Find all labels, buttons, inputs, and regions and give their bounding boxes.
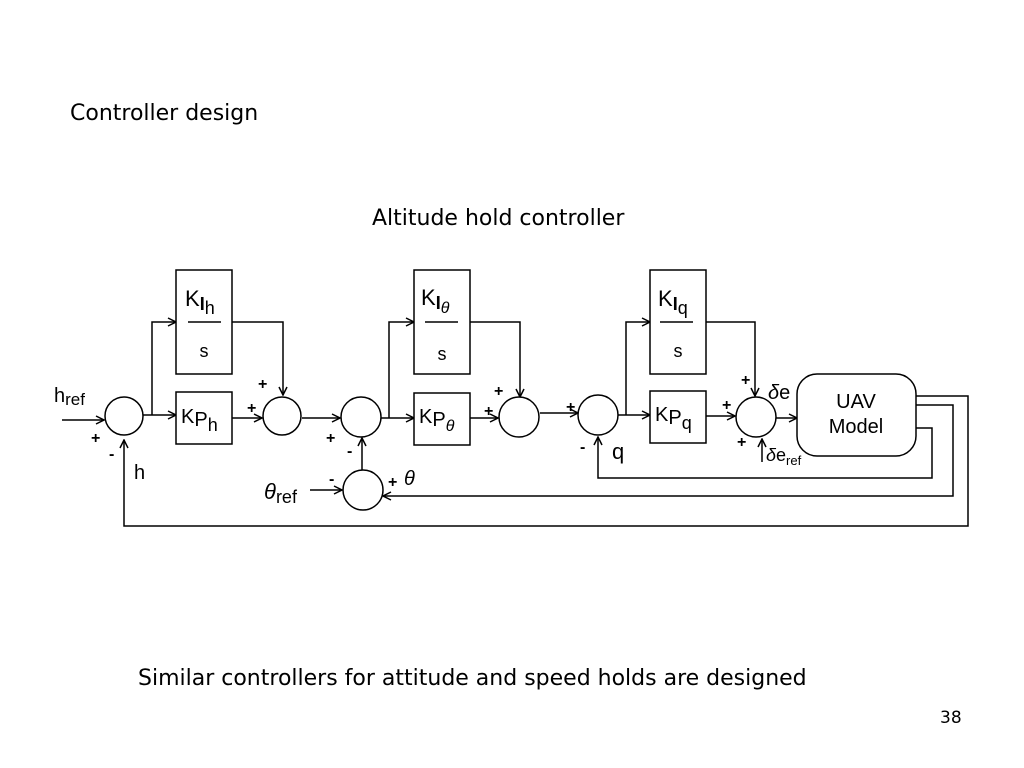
label-delta-e-ref-subsub: ref — [786, 453, 802, 468]
sign-plus: + — [258, 376, 267, 393]
ki-theta-sub: I — [436, 293, 441, 313]
ki-q-denominator: s — [674, 341, 683, 361]
label-h-ref-main: h — [54, 385, 65, 407]
block-kp-theta: KPθ — [413, 392, 471, 446]
kiq-to-sum6-arrow — [706, 321, 755, 396]
sum-junction-theta — [340, 396, 382, 438]
sum1-to-kih-arrow — [151, 322, 176, 415]
h-feedback-line — [124, 395, 969, 527]
kih-to-sum2-arrow — [232, 321, 283, 395]
sum-junction-h-pi — [262, 396, 302, 436]
sign-plus: + — [247, 400, 256, 417]
signal-labels: href h θref θ q δe δeref — [54, 382, 802, 507]
sum5-to-kiq-arrow — [625, 322, 650, 415]
svg-text:KIh: KIh — [185, 286, 215, 318]
sign-plus: + — [722, 397, 731, 414]
kp-q-sub: P — [668, 407, 681, 429]
svg-text:KPh: KPh — [181, 406, 218, 435]
label-delta-e-ref-sub: e — [776, 445, 786, 465]
block-ki-h: KIh s — [175, 269, 233, 375]
theta-feedback-line — [383, 404, 954, 496]
label-h-ref-sub: ref — [65, 390, 85, 409]
ki-theta-denominator: s — [438, 344, 447, 364]
sign-plus: + — [737, 434, 746, 451]
kp-h-subsub: h — [208, 415, 218, 435]
kp-theta-k: K — [419, 406, 433, 428]
sign-minus: - — [109, 446, 114, 463]
ki-theta-subsub: θ — [441, 300, 450, 317]
label-theta-ref: θref — [264, 479, 298, 507]
ki-q-sub: I — [673, 294, 678, 314]
sum-junction-h — [104, 396, 144, 436]
label-h-ref: href — [54, 385, 85, 409]
label-q: q — [612, 439, 624, 464]
kp-theta-subsub: θ — [446, 418, 455, 435]
gain-blocks: KIh s KPh KIθ s KPθ KIq s KP — [175, 269, 917, 457]
block-kp-q: KPq — [649, 390, 707, 444]
sign-markers: + - + + + - - + + + + - + + + — [91, 372, 750, 491]
kitheta-to-sum4-arrow — [470, 321, 520, 397]
sum3-to-kitheta-arrow — [388, 322, 414, 418]
sign-plus: + — [388, 474, 397, 491]
label-theta-ref-main: θ — [264, 479, 276, 504]
label-theta: θ — [404, 468, 415, 490]
svg-text:KIθ: KIθ — [421, 285, 450, 317]
ki-h-sub: I — [200, 294, 205, 314]
sign-plus: + — [484, 403, 493, 420]
sign-plus: + — [326, 430, 335, 447]
svg-text:KPθ: KPθ — [419, 406, 455, 435]
label-delta-e-main: δ — [768, 382, 780, 404]
label-theta-ref-sub: ref — [276, 487, 298, 507]
summing-junctions — [104, 394, 777, 511]
label-delta-e-sub: e — [779, 382, 790, 404]
sign-minus: - — [580, 439, 585, 456]
ki-theta-k: K — [421, 285, 436, 310]
label-delta-e-ref: δeref — [766, 445, 802, 468]
slide-heading: Controller design — [70, 101, 259, 126]
kp-q-k: K — [655, 404, 669, 426]
kp-theta-sub: P — [432, 409, 445, 431]
sum-junction-delta-e — [735, 396, 777, 438]
kp-h-k: K — [181, 406, 195, 428]
ki-q-k: K — [658, 286, 673, 311]
signal-lines — [62, 321, 969, 527]
ki-h-k: K — [185, 286, 200, 311]
block-ki-theta: KIθ s — [413, 269, 471, 375]
sign-minus: - — [347, 443, 352, 460]
sign-minus: - — [329, 471, 334, 488]
label-delta-e: δe — [768, 382, 790, 404]
uav-model-line1: UAV — [836, 391, 876, 413]
label-h: h — [134, 462, 145, 484]
block-ki-q: KIq s — [649, 269, 707, 375]
svg-text:KPq: KPq — [655, 404, 692, 433]
block-uav-model: UAV Model — [796, 373, 917, 457]
sign-plus: + — [494, 383, 503, 400]
kp-q-subsub: q — [682, 413, 692, 433]
diagram-title: Altitude hold controller — [372, 206, 625, 231]
ki-h-denominator: s — [200, 341, 209, 361]
block-kp-h: KPh — [175, 391, 233, 445]
q-feedback-line — [598, 427, 933, 479]
sum-junction-q — [577, 394, 619, 436]
ki-h-subsub: h — [205, 298, 215, 318]
sign-plus: + — [91, 430, 100, 447]
page-number: 38 — [940, 708, 962, 728]
slide-caption: Similar controllers for attitude and spe… — [138, 666, 807, 691]
label-delta-e-ref-main: δ — [766, 445, 777, 465]
uav-model-line2: Model — [829, 416, 883, 438]
kp-h-sub: P — [194, 409, 207, 431]
sign-plus: + — [741, 372, 750, 389]
sign-plus: + — [566, 399, 575, 416]
sum-junction-theta-pi — [498, 396, 540, 438]
sum-junction-theta-ref — [342, 469, 384, 511]
svg-text:KIq: KIq — [658, 286, 688, 318]
ki-q-subsub: q — [678, 298, 688, 318]
